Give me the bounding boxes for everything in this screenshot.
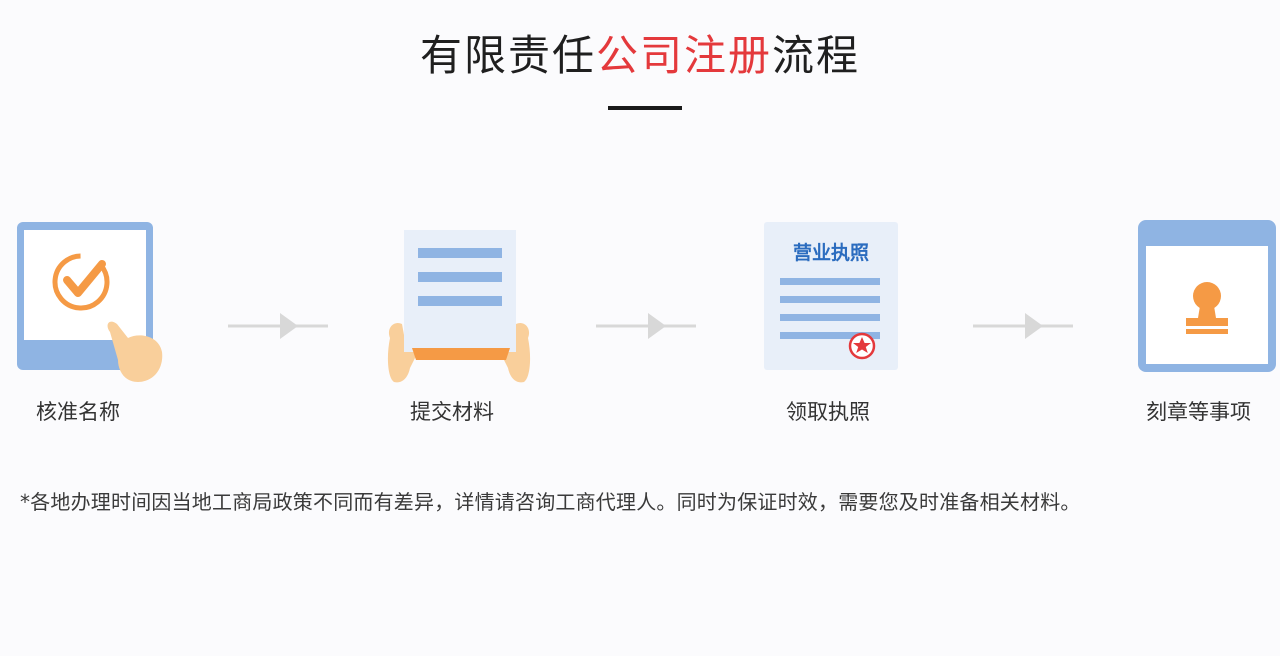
title-underline [608, 106, 682, 110]
title-part1: 有限责任 [419, 31, 596, 80]
step-label-2: 提交材料 [410, 400, 494, 424]
step-label-4: 刻章等事项 [1146, 400, 1251, 424]
arrow-right-icon [973, 313, 1073, 339]
page-title: 有限责任公司注册流程 [0, 28, 1280, 84]
arrow-right-icon [228, 313, 328, 339]
footnote: *各地办理时间因当地工商局政策不同而有差异，详情请咨询工商代理人。同时为保证时效… [20, 490, 1081, 514]
tablet-checkmark-hand-icon [17, 222, 163, 382]
step-label-3: 领取执照 [786, 400, 870, 424]
arrow-right-icon [596, 313, 696, 339]
hands-holding-document-icon [387, 230, 531, 383]
title-highlight: 公司注册 [595, 31, 772, 80]
step-label-1: 核准名称 [36, 400, 120, 424]
license-doc-title: 营业执照 [792, 242, 869, 264]
business-license-icon: 营业执照 [764, 222, 898, 370]
title-part2: 流程 [772, 31, 861, 80]
stamp-window-icon [1138, 220, 1276, 372]
